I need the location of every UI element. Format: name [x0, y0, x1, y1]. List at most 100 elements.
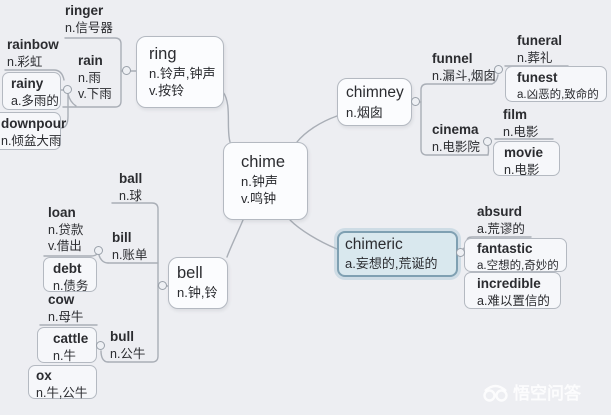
node-funeral-meaning: n.葬礼 — [517, 51, 553, 65]
collapse-handle-bill-children[interactable] — [94, 246, 103, 255]
node-chime-meaning-2: v.鸣钟 — [241, 191, 277, 206]
node-movie-meaning: n.电影 — [504, 163, 540, 177]
node-chime[interactable]: chime n.钟声 v.鸣钟 — [223, 142, 308, 220]
node-ringer-word: ringer — [65, 3, 104, 18]
node-chimney[interactable]: chimney n.烟囱 — [337, 78, 412, 126]
node-incredible[interactable]: incredible a.难以置信的 — [464, 272, 561, 309]
node-rainy-word: rainy — [11, 76, 44, 91]
node-cinema-meaning: n.电影院 — [432, 140, 480, 154]
node-funest-meaning: a.凶恶的,致命的 — [517, 89, 599, 101]
node-bull[interactable]: bull n.公牛 — [110, 328, 145, 362]
node-chimney-word: chimney — [346, 84, 404, 101]
watermark-text: 悟空问答 — [513, 384, 581, 403]
node-cattle[interactable]: cattle n.牛 — [37, 327, 97, 363]
node-loan-word: loan — [48, 205, 76, 220]
node-bill-word: bill — [112, 230, 132, 245]
collapse-handle-cinema-children[interactable] — [483, 137, 492, 146]
node-bell-meaning: n.钟,铃 — [177, 285, 218, 300]
node-incredible-meaning: a.难以置信的 — [477, 294, 550, 308]
node-movie-word: movie — [504, 145, 544, 160]
link-cinema-handle — [487, 145, 490, 156]
node-bull-word: bull — [110, 329, 134, 344]
link-chime-bell — [226, 219, 244, 258]
node-funeral[interactable]: funeral n.葬礼 — [517, 32, 562, 66]
node-cow[interactable]: cow n.母牛 — [48, 291, 83, 325]
node-rainbow-word: rainbow — [7, 37, 59, 52]
node-funnel[interactable]: funnel n.漏斗,烟囱 — [432, 50, 496, 84]
node-bell-word: bell — [177, 264, 203, 282]
node-chimeric-meaning: a.妄想的,荒诞的 — [345, 256, 438, 271]
node-ball[interactable]: ball n.球 — [119, 170, 142, 204]
node-loan-meaning-2: v.借出 — [48, 239, 82, 253]
bracket-ring-children — [62, 37, 122, 108]
node-rain-word: rain — [78, 53, 103, 68]
node-debt-meaning: n.债务 — [53, 279, 89, 293]
watermark-wukong-qa: 悟空问答 — [482, 379, 581, 404]
node-funnel-meaning: n.漏斗,烟囱 — [432, 69, 496, 83]
collapse-handle-rain-children[interactable] — [63, 85, 72, 94]
node-film[interactable]: film n.电影 — [503, 106, 538, 140]
node-incredible-word: incredible — [477, 276, 541, 291]
node-ox-word: ox — [36, 368, 52, 383]
node-rainbow[interactable]: rainbow n.彩虹 — [7, 36, 59, 70]
node-bull-meaning: n.公牛 — [110, 347, 146, 361]
node-rainbow-meaning: n.彩虹 — [7, 55, 43, 69]
bracket-chimney-children — [420, 83, 493, 156]
wukong-goggles-icon — [482, 381, 509, 403]
node-movie[interactable]: movie n.电影 — [493, 141, 560, 177]
node-fantastic-meaning: a.空想的,奇妙的 — [477, 260, 559, 272]
collapse-handle-ring-children[interactable] — [122, 66, 131, 75]
node-loan[interactable]: loan n.贷款 v.借出 — [48, 204, 83, 254]
node-ring-meaning-2: v.按铃 — [149, 83, 185, 98]
node-absurd[interactable]: absurd a.荒谬的 — [477, 203, 525, 237]
node-bell[interactable]: bell n.钟,铃 — [168, 257, 228, 309]
node-funest-word: funest — [517, 70, 558, 85]
collapse-handle-chimeric-children[interactable] — [456, 248, 465, 257]
node-cattle-meaning: n.牛 — [53, 349, 76, 363]
node-cattle-word: cattle — [53, 331, 89, 346]
node-ball-meaning: n.球 — [119, 189, 142, 203]
collapse-handle-bell-children[interactable] — [158, 281, 167, 290]
collapse-handle-chimney-children[interactable] — [411, 97, 420, 106]
node-downpour[interactable]: downpour n.倾盆大雨 — [0, 112, 67, 150]
node-rain[interactable]: rain n.雨 v.下雨 — [78, 52, 112, 102]
node-ring[interactable]: ring n.铃声,钟声 v.按铃 — [136, 36, 224, 108]
node-funnel-word: funnel — [432, 51, 473, 66]
node-ball-word: ball — [119, 171, 143, 186]
node-cinema[interactable]: cinema n.电影院 — [432, 121, 480, 155]
node-fantastic[interactable]: fantastic a.空想的,奇妙的 — [464, 238, 567, 272]
node-chimney-meaning: n.烟囱 — [346, 105, 383, 120]
node-ringer-meaning: n.信号器 — [65, 21, 113, 35]
collapse-handle-bull-children[interactable] — [96, 341, 105, 350]
collapse-handle-funnel-children[interactable] — [494, 65, 503, 74]
node-absurd-word: absurd — [477, 204, 523, 219]
node-cinema-word: cinema — [432, 122, 479, 137]
node-ox-meaning: n.牛,公牛 — [36, 386, 88, 400]
node-chimeric[interactable]: chimeric a.妄想的,荒诞的 — [337, 231, 458, 277]
node-debt-word: debt — [53, 261, 82, 276]
link-bull-handle — [100, 350, 109, 363]
node-cow-meaning: n.母牛 — [48, 310, 84, 324]
node-downpour-word: downpour — [1, 116, 67, 131]
node-bill[interactable]: bill n.账单 — [112, 229, 147, 263]
link-chime-ring — [222, 91, 231, 143]
node-film-meaning: n.电影 — [503, 125, 539, 139]
node-ring-word: ring — [149, 45, 177, 63]
node-funest[interactable]: funest a.凶恶的,致命的 — [505, 66, 607, 102]
node-ring-meaning-1: n.铃声,钟声 — [149, 66, 216, 81]
node-ringer[interactable]: ringer n.信号器 — [65, 2, 113, 36]
underline-rainbow — [4, 69, 65, 81]
node-film-word: film — [503, 107, 528, 122]
link-chime-chimeric — [289, 219, 338, 250]
node-downpour-meaning: n.倾盆大雨 — [1, 134, 62, 148]
node-chime-word: chime — [241, 153, 286, 171]
link-bill-handle — [98, 254, 109, 264]
link-funnel-handle — [491, 74, 499, 85]
node-absurd-meaning: a.荒谬的 — [477, 222, 525, 236]
node-ox[interactable]: ox n.牛,公牛 — [28, 365, 97, 400]
node-funeral-word: funeral — [517, 33, 563, 48]
node-bill-meaning: n.账单 — [112, 248, 148, 262]
node-debt[interactable]: debt n.债务 — [43, 257, 97, 293]
node-rainy[interactable]: rainy a.多雨的 — [2, 72, 61, 110]
